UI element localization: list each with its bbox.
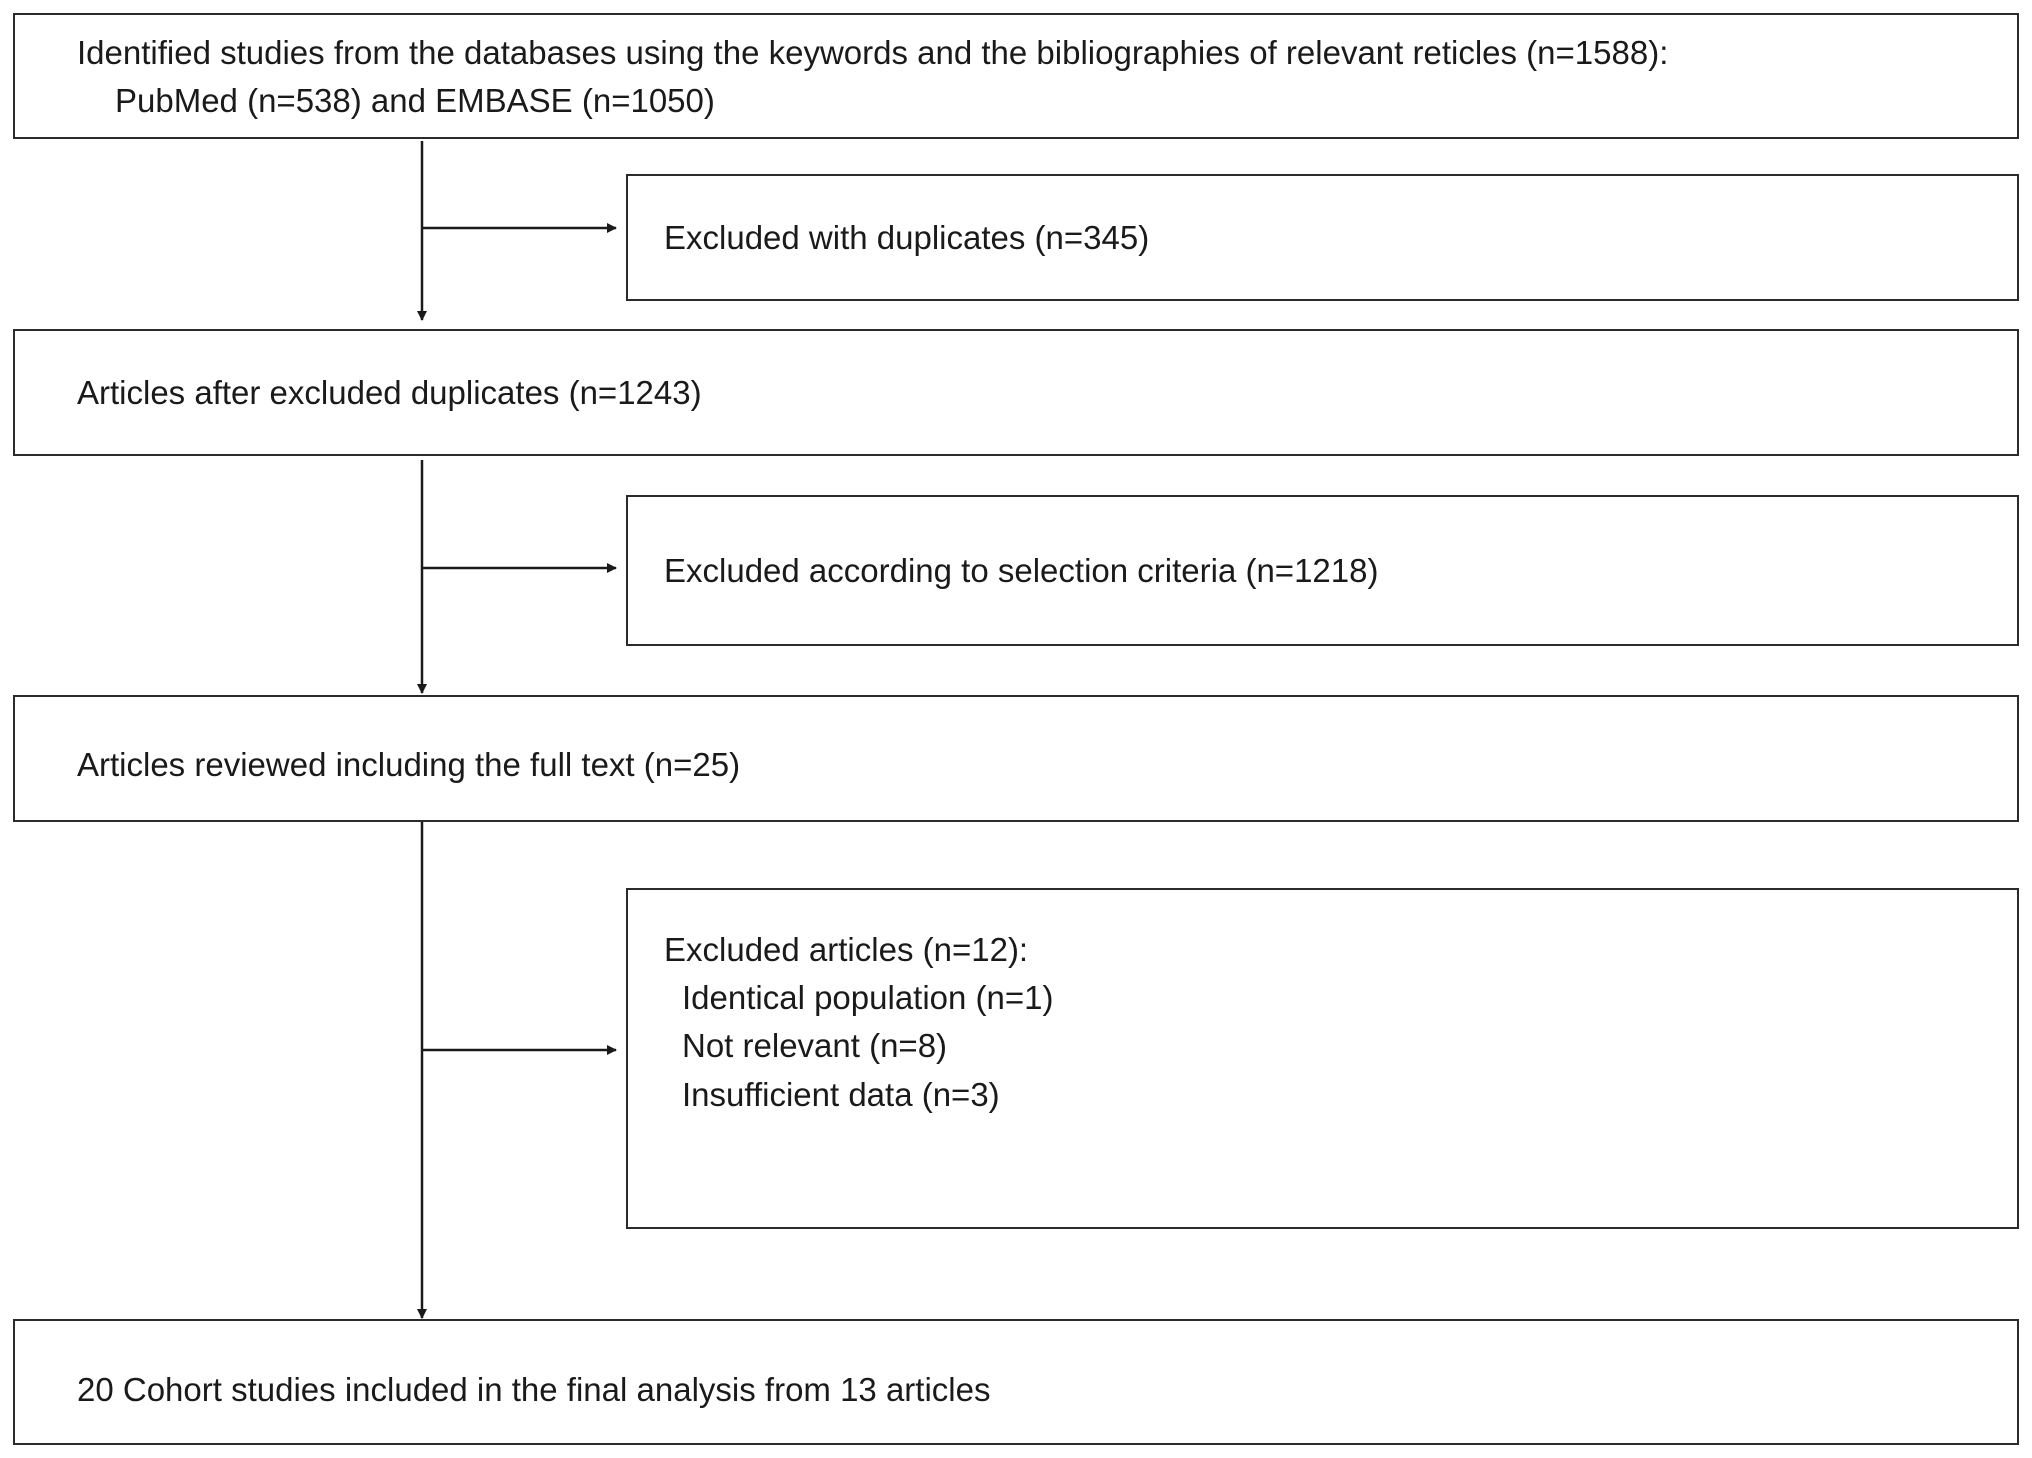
excluded-reason-item: Identical population (n=1): [682, 979, 1054, 1016]
full-text-review-box: Articles reviewed including the full tex…: [13, 695, 2019, 822]
selection-excluded-box: Excluded according to selection criteria…: [626, 495, 2019, 646]
final-analysis-box: 20 Cohort studies included in the final …: [13, 1319, 2019, 1445]
excluded-reason-item: Not relevant (n=8): [682, 1027, 948, 1064]
duplicates-excluded-text: Excluded with duplicates (n=345): [664, 219, 1150, 256]
duplicates-excluded-box: Excluded with duplicates (n=345): [626, 174, 2019, 301]
excluded-articles-box: Excluded articles (n=12): Identical popu…: [626, 888, 2019, 1229]
database-breakdown-text: PubMed (n=538) and EMBASE (n=1050): [115, 82, 715, 119]
final-analysis-text: 20 Cohort studies included in the final …: [77, 1371, 991, 1408]
identified-studies-box: Identified studies from the databases us…: [13, 13, 2019, 139]
after-duplicates-box: Articles after excluded duplicates (n=12…: [13, 329, 2019, 456]
identified-studies-text: Identified studies from the databases us…: [77, 34, 1669, 71]
after-duplicates-text: Articles after excluded duplicates (n=12…: [77, 374, 702, 411]
excluded-articles-title: Excluded articles (n=12):: [664, 931, 1029, 968]
selection-excluded-text: Excluded according to selection criteria…: [664, 552, 1379, 589]
excluded-reason-item: Insufficient data (n=3): [682, 1076, 1000, 1113]
full-text-review-text: Articles reviewed including the full tex…: [77, 746, 741, 783]
